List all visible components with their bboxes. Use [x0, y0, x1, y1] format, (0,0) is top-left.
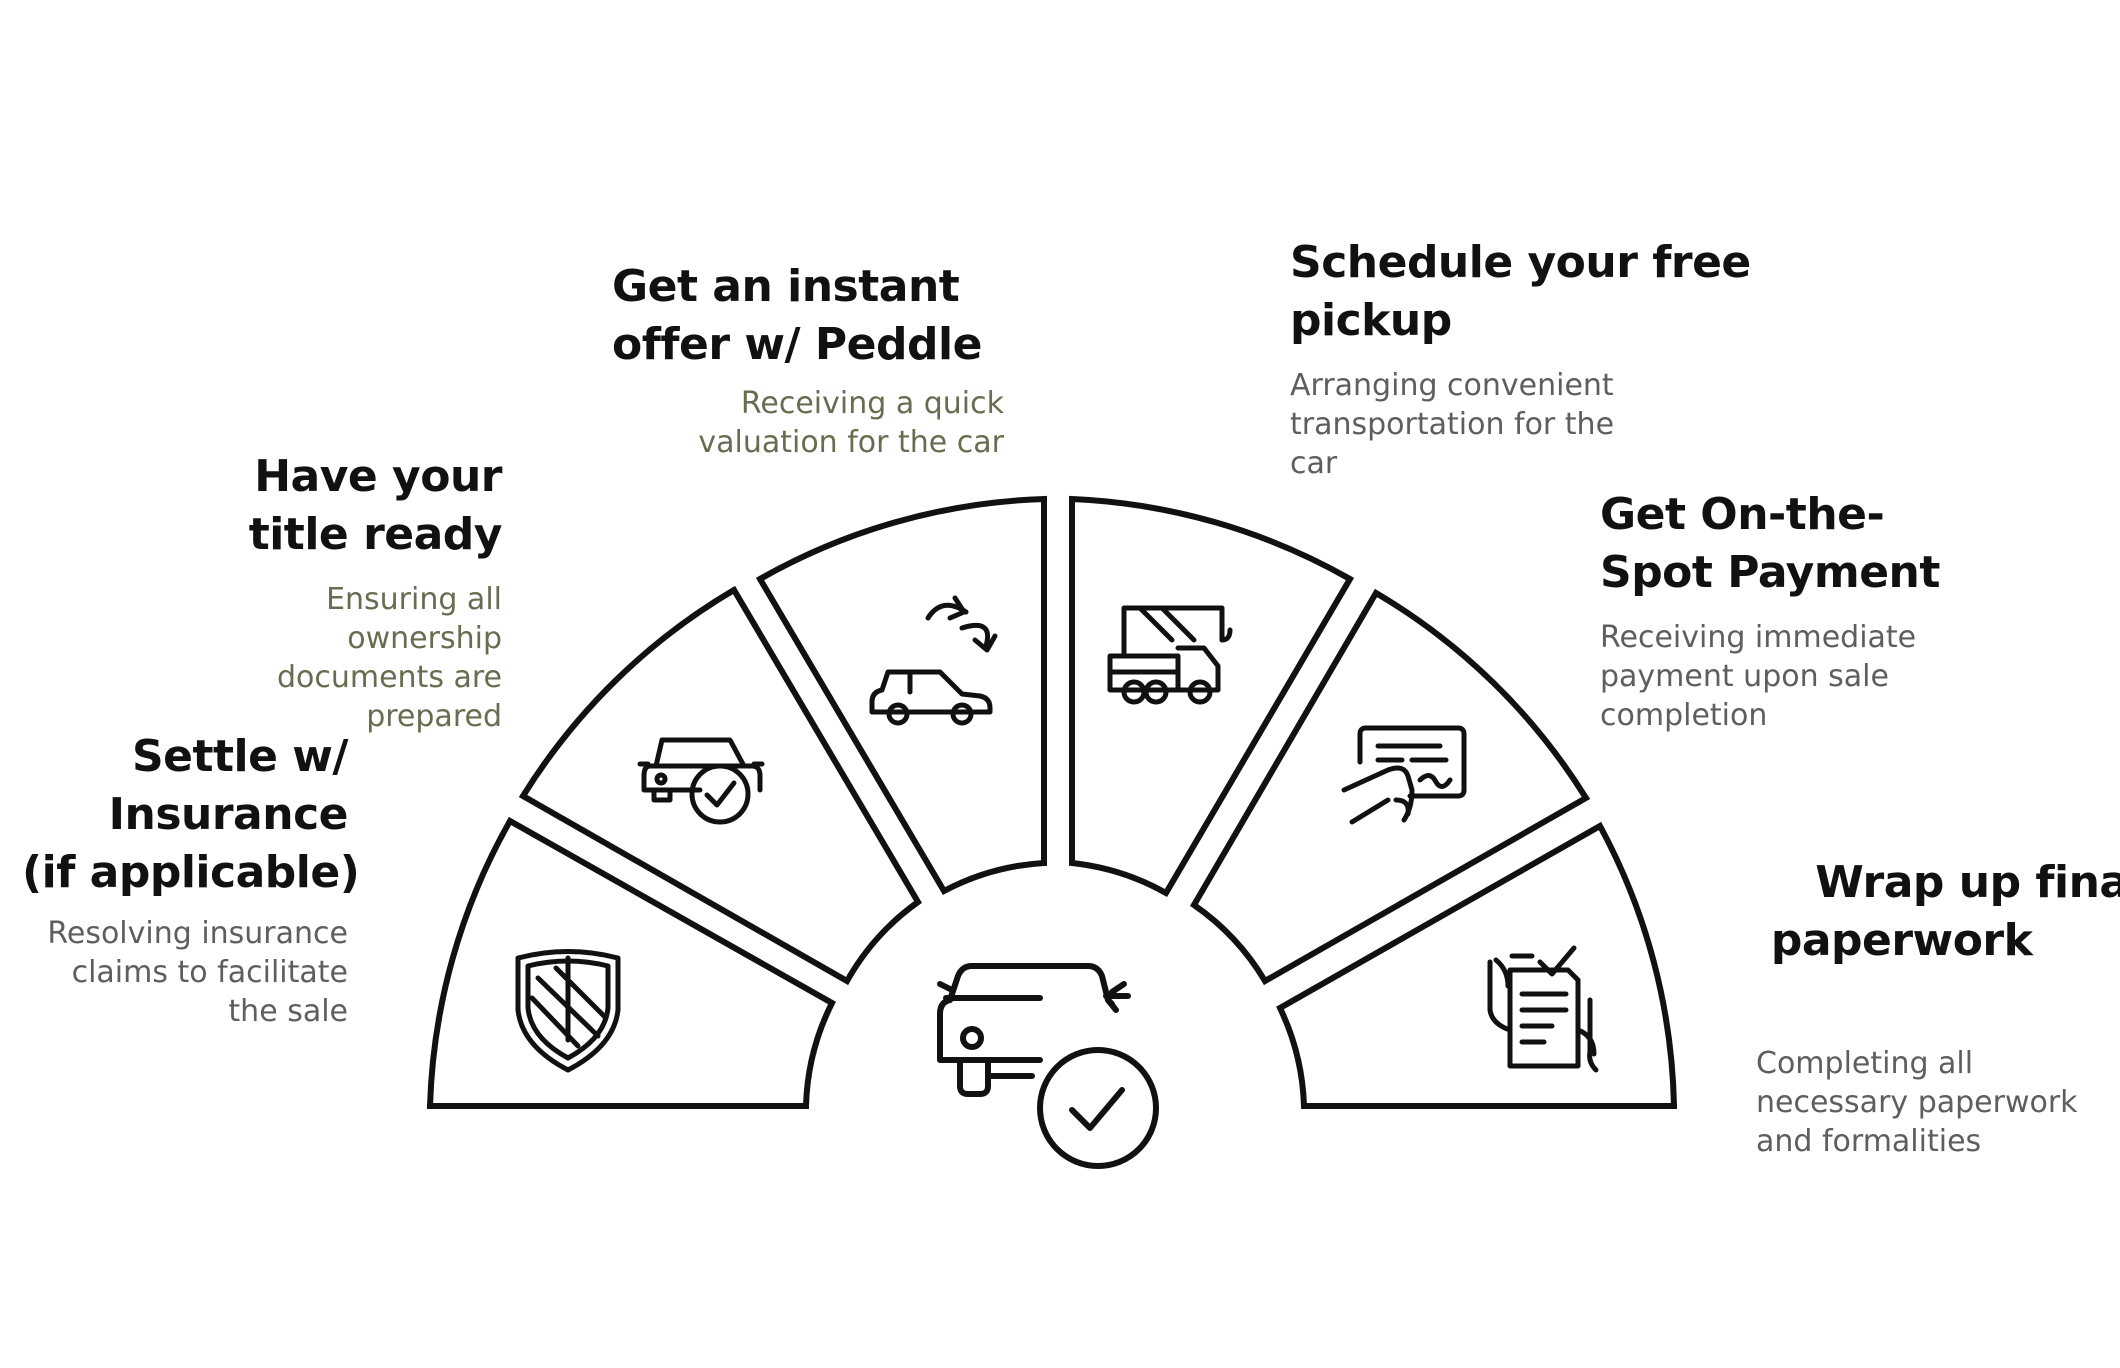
- description-line: Receiving a quick: [740, 386, 1004, 421]
- description-line: payment upon sale: [1600, 659, 1889, 694]
- title-line: (if applicable): [22, 847, 360, 898]
- segment-payment: [1190, 588, 1591, 986]
- description-line: Receiving immediate: [1600, 620, 1917, 655]
- title-line: Get an instant: [612, 261, 960, 312]
- step-title-line-3: (if applicable): [22, 844, 422, 902]
- title-line: title ready: [248, 509, 503, 560]
- tow-truck-icon: [1107, 605, 1233, 705]
- title-line: offer w/ Peddle: [612, 319, 982, 370]
- description-line: Arranging convenient: [1290, 368, 1614, 403]
- title-line: pickup: [1290, 295, 1452, 346]
- step-title: Get On-the- Spot Payment: [1600, 486, 2100, 602]
- paperwork-icon: [1487, 945, 1599, 1073]
- description-line: and formalities: [1756, 1124, 1982, 1159]
- step-final-paperwork: Wrap up final paperwork Completing all n…: [1756, 796, 2120, 1161]
- title-line: Wrap up final: [1815, 857, 2120, 908]
- check-payment-icon: [1341, 725, 1467, 825]
- title-line: Settle w/: [131, 731, 349, 782]
- description-line: Ensuring all: [326, 582, 502, 617]
- title-line: Schedule your free: [1290, 237, 1751, 288]
- description-line: completion: [1600, 698, 1768, 733]
- description-line: claims to facilitate: [71, 955, 348, 990]
- title-line: paperwork: [1756, 915, 2033, 966]
- car-exchange-icon: [869, 595, 998, 726]
- step-settle-insurance-description: Resolving insurance claims to facilitate…: [0, 914, 348, 1031]
- description-line: ownership: [347, 621, 502, 656]
- title-line: Spot Payment: [1600, 547, 1940, 598]
- step-title: Schedule your free pickup: [1290, 234, 1810, 350]
- segment-title: [518, 585, 922, 986]
- shield-icon: [515, 949, 621, 1073]
- step-settle-insurance-extra: (if applicable): [22, 844, 422, 902]
- title-line: Insurance: [108, 789, 349, 840]
- segment-insurance: [426, 816, 836, 1109]
- step-instant-offer: Get an instant offer w/ Peddle: [612, 258, 1112, 374]
- description-line: necessary paperwork: [1756, 1085, 2078, 1120]
- step-free-pickup: Schedule your free pickup Arranging conv…: [1290, 234, 1810, 483]
- description-line: Completing all: [1756, 1046, 1974, 1081]
- step-description: Ensuring all ownership documents are pre…: [62, 580, 502, 736]
- step-description: Receiving immediate payment upon sale co…: [1600, 618, 2100, 735]
- description-line: valuation for the car: [698, 425, 1004, 460]
- step-description: Arranging convenient transportation for …: [1290, 366, 1810, 483]
- title-line: Get On-the-: [1600, 489, 1885, 540]
- description-line: the sale: [228, 994, 348, 1029]
- description-line: car: [1290, 446, 1338, 481]
- segment-offer: [755, 495, 1047, 895]
- description-line: transportation for the: [1290, 407, 1615, 442]
- step-title: Have your title ready: [62, 448, 503, 564]
- step-title: Settle w/ Insurance: [0, 728, 349, 844]
- step-spot-payment: Get On-the- Spot Payment Receiving immed…: [1600, 486, 2100, 735]
- description-line: Resolving insurance: [47, 916, 348, 951]
- description-line: prepared: [366, 699, 502, 734]
- step-description: Completing all necessary paperwork and f…: [1756, 1044, 2116, 1161]
- car-sold-check-icon: [937, 963, 1159, 1169]
- car-check-icon: [637, 737, 765, 825]
- description-line: documents are: [276, 660, 502, 695]
- step-title-ready: Have your title ready Ensuring all owner…: [62, 448, 503, 736]
- title-line: Have your: [254, 451, 502, 502]
- step-title: Wrap up final paperwork: [1756, 796, 2120, 1028]
- step-title: Get an instant offer w/ Peddle: [612, 258, 1112, 374]
- step-settle-insurance: Settle w/ Insurance: [0, 728, 349, 844]
- step-instant-offer-description: Receiving a quick valuation for the car: [564, 384, 1004, 462]
